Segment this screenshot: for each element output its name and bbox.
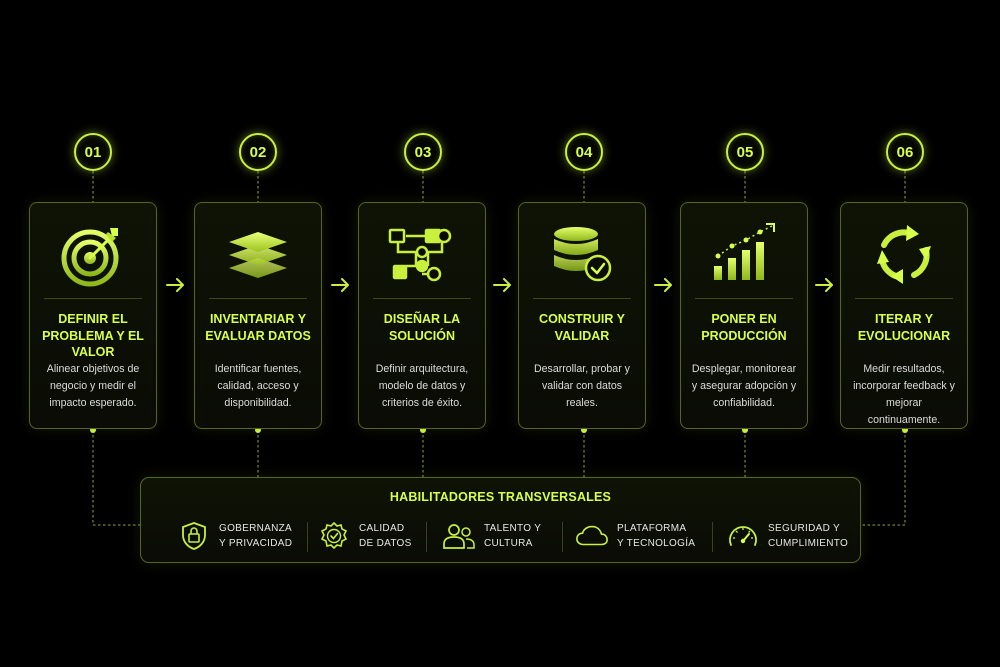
step-card-5: PONER EN PRODUCCIÓN Desplegar, monitorea… <box>680 202 808 429</box>
enabler-platform: PLATAFORMA Y TECNOLOGÍA <box>575 518 695 554</box>
enabler-label-line1: PLATAFORMA <box>617 523 687 534</box>
step-card-6: ITERAR Y EVOLUCIONAR Medir resultados, i… <box>840 202 968 429</box>
arrow-right-icon <box>492 276 514 294</box>
step-desc-5: Desplegar, monitorear y asegurar adopció… <box>691 363 797 409</box>
step-title-2: INVENTARIAR Y EVALUAR DATOS <box>205 312 311 343</box>
target-icon <box>30 217 156 293</box>
enabler-label-line2: CULTURA <box>484 538 533 549</box>
enabler-label-line2: DE DATOS <box>359 538 412 549</box>
enabler-label-line1: CALIDAD <box>359 523 405 534</box>
step-title-4: CONSTRUIR Y VALIDAR <box>539 312 625 343</box>
enabler-divider <box>307 522 308 552</box>
arrow-right-icon <box>330 276 352 294</box>
enabler-label-line2: CUMPLIMIENTO <box>768 538 849 549</box>
growth-chart-icon <box>681 217 807 293</box>
gauge-icon <box>726 520 760 552</box>
card-divider <box>209 298 307 299</box>
database-check-icon <box>519 217 645 293</box>
enabler-governance: GOBERNANZA Y PRIVACIDAD <box>177 518 292 554</box>
step-desc-6: Medir resultados, incorporar feedback y … <box>853 363 955 426</box>
enabler-label-line1: TALENTO Y <box>484 523 542 534</box>
enabler-label-line2: Y TECNOLOGÍA <box>617 538 696 549</box>
enabler-divider <box>562 522 563 552</box>
enabler-divider <box>712 522 713 552</box>
flow-diagram-icon <box>359 217 485 293</box>
step-desc-2: Identificar fuentes, calidad, acceso y d… <box>214 363 302 409</box>
cycle-arrows-icon <box>841 217 967 293</box>
enablers-title: HABILITADORES TRANSVERSALES <box>389 490 612 504</box>
step-title-5: PONER EN PRODUCCIÓN <box>701 312 787 343</box>
enabler-talent: TALENTO Y CULTURA <box>442 518 541 554</box>
card-divider <box>855 298 953 299</box>
quality-badge-icon <box>317 520 351 552</box>
people-icon <box>442 520 476 552</box>
card-divider <box>373 298 471 299</box>
step-card-4: CONSTRUIR Y VALIDAR Desarrollar, probar … <box>518 202 646 429</box>
step-number-6: 06 <box>886 133 924 171</box>
step-desc-1: Alinear objetivos de negocio y medir el … <box>46 363 140 409</box>
step-number-5: 05 <box>726 133 764 171</box>
arrow-right-icon <box>165 276 187 294</box>
enabler-data-quality: CALIDAD DE DATOS <box>317 518 412 554</box>
step-desc-4: Desarrollar, probar y validar con datos … <box>534 363 630 409</box>
enabler-divider <box>426 522 427 552</box>
step-card-3: DISEÑAR LA SOLUCIÓN Definir arquitectura… <box>358 202 486 429</box>
step-number-2: 02 <box>239 133 277 171</box>
arrow-right-icon <box>814 276 836 294</box>
enabler-label-line2: Y PRIVACIDAD <box>219 538 293 549</box>
step-number-1: 01 <box>74 133 112 171</box>
shield-lock-icon <box>177 520 211 552</box>
step-title-6: ITERAR Y EVOLUCIONAR <box>857 312 951 343</box>
enabler-label-line1: SEGURIDAD Y <box>768 523 841 534</box>
step-number-4: 04 <box>565 133 603 171</box>
cloud-icon <box>575 520 609 552</box>
enabler-label-line1: GOBERNANZA <box>219 523 293 534</box>
step-number-3: 03 <box>404 133 442 171</box>
card-divider <box>44 298 142 299</box>
layers-icon <box>195 217 321 293</box>
step-title-1: DEFINIR EL PROBLEMA Y EL VALOR <box>42 312 144 359</box>
step-card-2: INVENTARIAR Y EVALUAR DATOS Identificar … <box>194 202 322 429</box>
arrow-right-icon <box>653 276 675 294</box>
card-divider <box>533 298 631 299</box>
step-title-3: DISEÑAR LA SOLUCIÓN <box>383 312 461 343</box>
card-divider <box>695 298 793 299</box>
step-card-1: DEFINIR EL PROBLEMA Y EL VALOR Alinear o… <box>29 202 157 429</box>
enabler-security: SEGURIDAD Y CUMPLIMIENTO <box>726 518 848 554</box>
enablers-panel: HABILITADORES TRANSVERSALES GOBERNANZA Y … <box>140 477 861 563</box>
step-desc-3: Definir arquitectura, modelo de datos y … <box>375 363 469 409</box>
